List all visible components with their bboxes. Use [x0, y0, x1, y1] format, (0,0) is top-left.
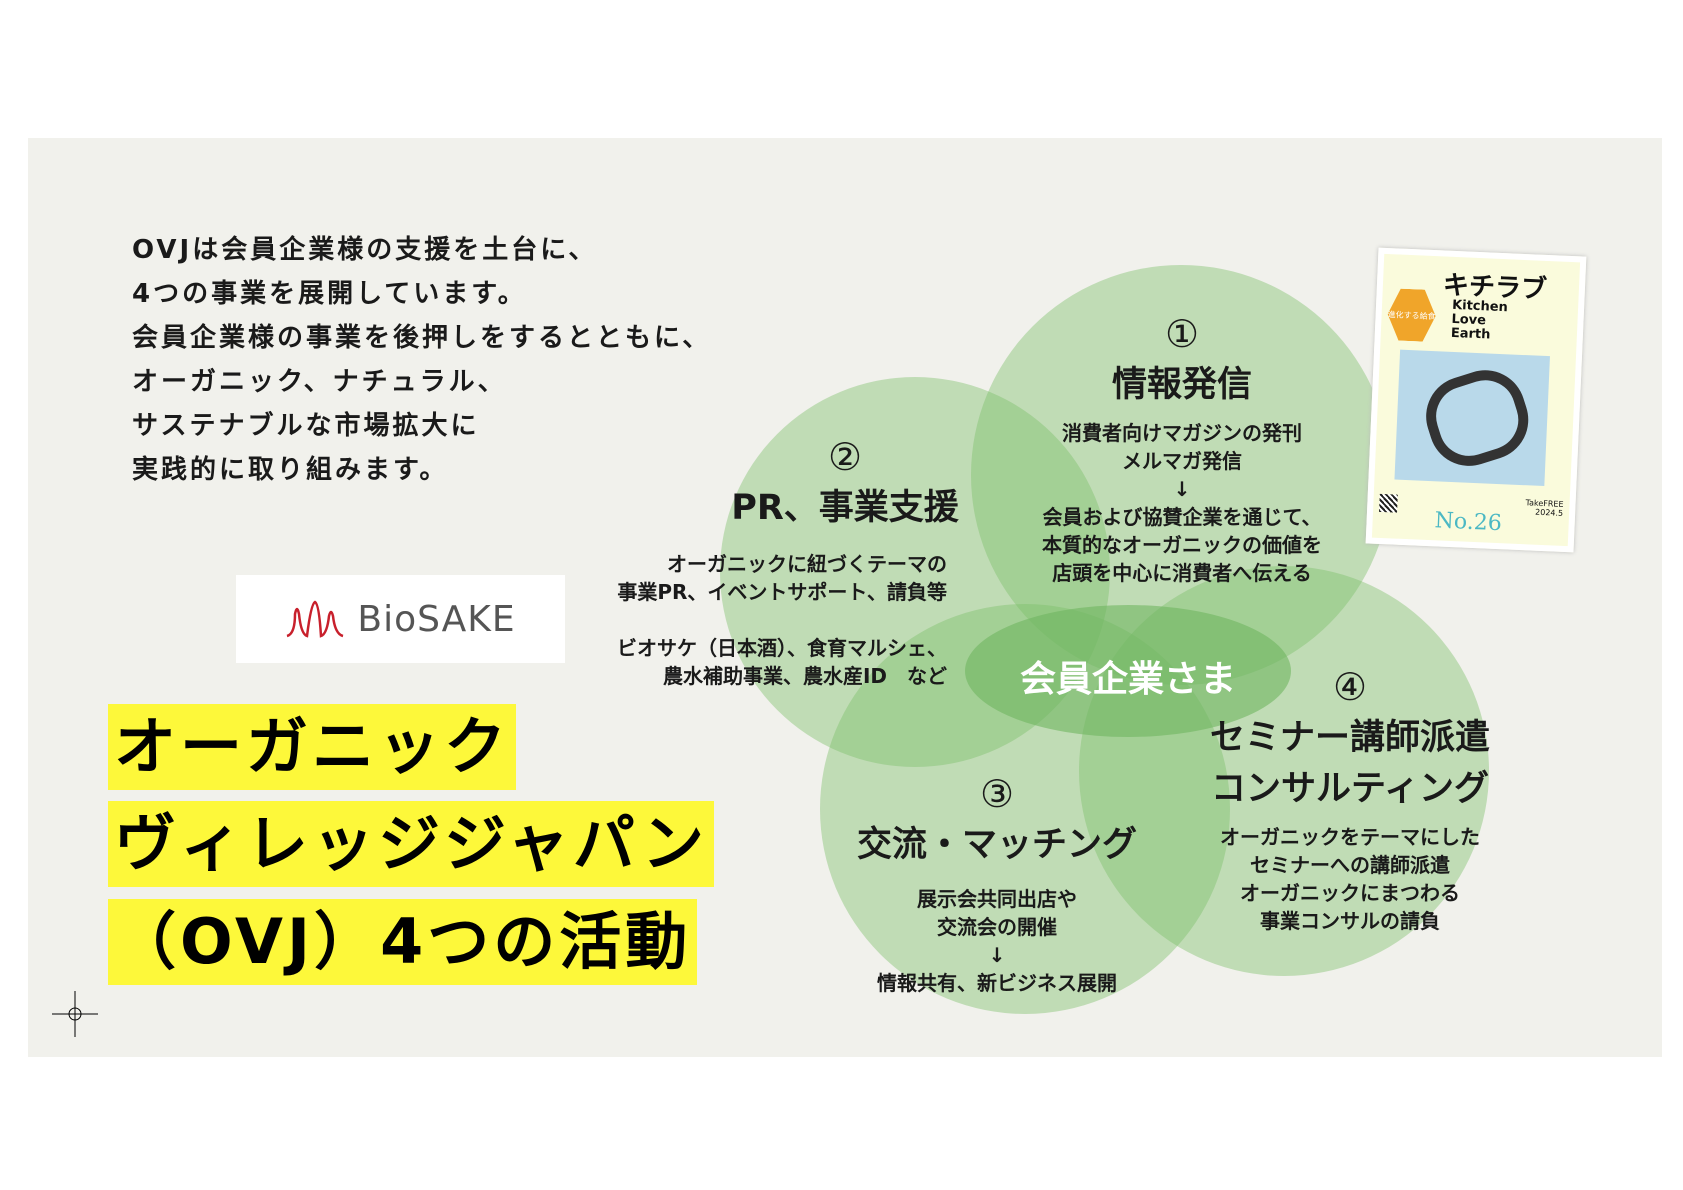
biosake-logo: BioSAKE [236, 575, 565, 663]
activity-line: 交流会の開催 [936, 915, 1057, 939]
activity-line: ビオサケ（日本酒）、食育マルシェ、 [617, 636, 947, 660]
magazine-date: 2024.5 [1534, 507, 1564, 518]
activity-line: 農水補助事業、農水産ID など [662, 664, 947, 688]
center-ellipse [965, 605, 1291, 737]
intro-text: OVJは会員企業様の支援を土台に、 4つの事業を展開しています。 会員企業様の事… [132, 228, 711, 492]
magazine-meta: TakeFREE 2024.5 [1525, 498, 1564, 518]
activity-4: ④ セミナー講師派遣 コンサルティング オーガニックをテーマにした セミナーへの… [1210, 665, 1490, 935]
intro-line: OVJは会員企業様の支援を土台に、 [132, 235, 598, 265]
activity-heading: 交流・マッチング [856, 825, 1138, 865]
activity-line: オーガニックに紐づくテーマの [667, 552, 947, 576]
title-line-2: ヴィレッジジャパン [108, 801, 715, 887]
activity-line: 会員および協賛企業を通じて、 [1042, 505, 1322, 529]
intro-line: サステナブルな市場拡大に [132, 411, 480, 441]
qr-code-icon [1379, 493, 1398, 513]
activity-number: ① [1164, 312, 1200, 356]
circle-info [971, 265, 1391, 685]
magazine-feature: 進化する給食 [1387, 288, 1437, 342]
activity-line: セミナーへの講師派遣 [1249, 853, 1450, 877]
title-line-1: オーガニック [108, 704, 517, 790]
magazine-number: No.26 [1434, 508, 1503, 537]
activity-line: 展示会共同出店や [916, 887, 1077, 911]
activity-line: 店頭を中心に消費者へ伝える [1052, 561, 1312, 585]
activity-1: ① 情報発信 消費者向けマガジンの発刊 メルマガ発信 ↓ 会員および協賛企業を通… [1042, 312, 1322, 587]
activity-heading: 情報発信 [1111, 365, 1252, 405]
activity-number: ③ [979, 772, 1015, 816]
logo-text: BioSAKE [357, 598, 516, 640]
activity-line: 事業コンサルの請負 [1259, 909, 1440, 933]
activity-heading: PR、事業支援 [731, 488, 959, 528]
intro-line: 実践的に取り組みます。 [132, 455, 449, 485]
activity-line: オーガニックをテーマにした [1219, 825, 1480, 849]
activity-2-body: オーガニックに紐づくテーマの 事業PR、イベントサポート、請負等 ビオサケ（日本… [617, 550, 947, 690]
activity-line: 情報共有、新ビジネス展開 [876, 971, 1117, 995]
activity-number: ② [827, 435, 863, 479]
crosshair-mark-icon [52, 991, 98, 1037]
center-label: 会員企業さま [1019, 659, 1237, 700]
activity-2-heading: ② PR、事業支援 [731, 435, 959, 530]
arrow-down-icon: ↓ [1173, 477, 1191, 501]
magazine-subtitle: Kitchen Love Earth [1450, 297, 1509, 343]
activity-heading: セミナー講師派遣 [1209, 718, 1491, 758]
activity-line: 事業PR、イベントサポート、請負等 [617, 580, 947, 604]
bottles-logo-icon [286, 600, 344, 638]
title-line-3: （OVJ）4つの活動 [108, 899, 698, 985]
activity-line: オーガニックにまつわる [1239, 881, 1460, 905]
magazine-cover: キチラブ Kitchen Love Earth 進化する給食 No.26 Tak… [1365, 247, 1587, 553]
intro-line: オーガニック、ナチュラル、 [132, 367, 507, 397]
activity-line: 消費者向けマガジンの発刊 [1062, 421, 1302, 445]
magazine-photo [1394, 349, 1550, 487]
activity-line: メルマガ発信 [1122, 449, 1242, 473]
activity-heading: コンサルティング [1211, 769, 1489, 809]
activity-line: 本質的なオーガニックの価値を [1042, 533, 1322, 557]
intro-line: 会員企業様の事業を後押しをするとともに、 [132, 323, 712, 353]
arrow-down-icon: ↓ [988, 943, 1006, 967]
activity-3: ③ 交流・マッチング 展示会共同出店や 交流会の開催 ↓ 情報共有、新ビジネス展… [857, 772, 1137, 997]
activity-number: ④ [1332, 665, 1368, 709]
intro-line: 4つの事業を展開しています。 [132, 279, 527, 309]
